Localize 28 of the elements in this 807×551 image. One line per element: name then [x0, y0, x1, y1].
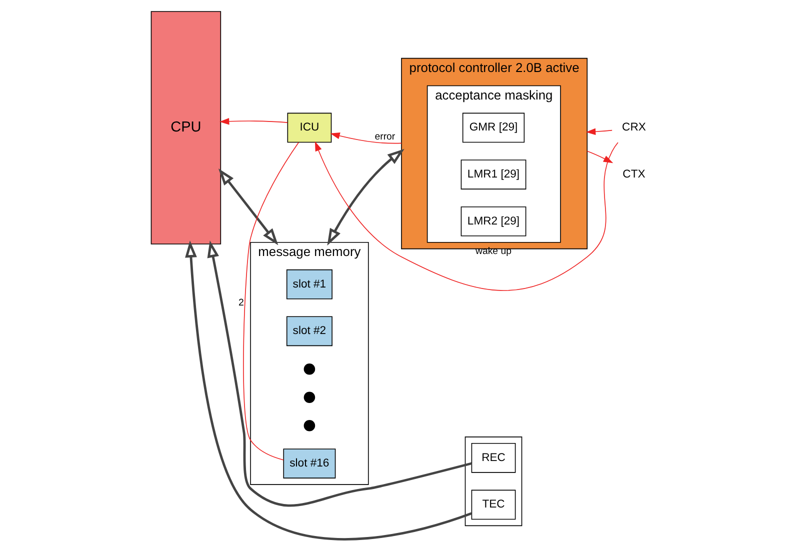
node-text: CTX: [622, 168, 646, 181]
arrow: [330, 132, 402, 144]
node-box: slot #1: [286, 269, 332, 300]
node-box: TEC: [471, 490, 516, 520]
node-box: REC: [471, 442, 516, 473]
arrow: [219, 118, 288, 125]
arrow: [185, 240, 472, 540]
edge-label: 2: [238, 297, 244, 308]
connector: [243, 142, 299, 460]
node-box: slot #16: [283, 448, 336, 478]
node-box: LMR2 [29]: [460, 206, 526, 236]
arrow: [327, 148, 404, 246]
node-circle: [304, 420, 316, 432]
node-circle: [304, 392, 316, 403]
edge-label: error: [374, 132, 396, 143]
node-circle: [304, 363, 316, 375]
arrow: [207, 240, 472, 507]
cluster: [464, 436, 522, 526]
node-box: slot #2: [286, 316, 332, 346]
arrow: [314, 141, 618, 291]
node-box: GMR [29]: [462, 112, 525, 143]
node-box: LMR1 [29]: [460, 160, 526, 190]
arrow: [586, 128, 612, 136]
arrow: [586, 150, 614, 164]
arrow: [218, 168, 278, 246]
node-text: CRX: [622, 122, 646, 134]
node-box: CPU: [150, 11, 222, 244]
node-box: ICU: [287, 112, 332, 143]
